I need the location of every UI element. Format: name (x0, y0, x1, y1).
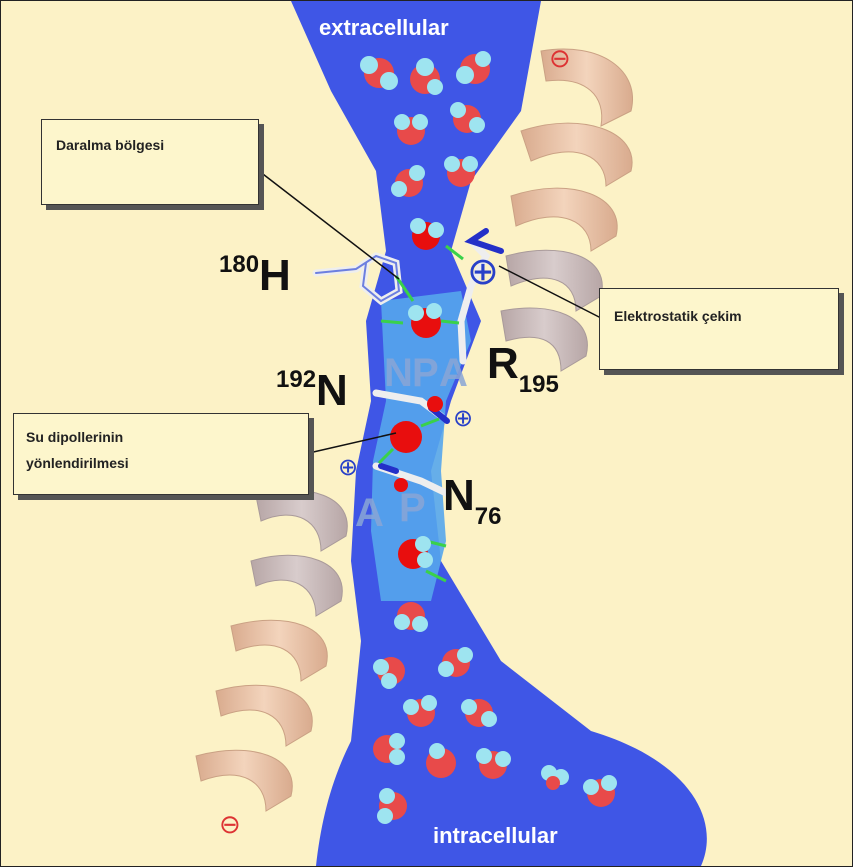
callout-dipole-line2: yönlendirilmesi (26, 450, 296, 476)
residue-n192: 192N (276, 366, 348, 416)
channel-outer (291, 1, 707, 866)
residue-h180: 180H (219, 251, 291, 301)
minus-charge-bottom: ⊖ (219, 809, 241, 840)
motif-npa-top-n: N (384, 351, 413, 396)
label-intracellular: intracellular (433, 823, 558, 849)
residue-r195-number: 195 (519, 371, 559, 398)
callout-dipole-line1: Su dipollerinin (26, 424, 296, 450)
callout-dipole: Su dipollerinin yönlendirilmesi (13, 413, 309, 495)
water-molecule (427, 396, 443, 412)
motif-npa-top-a: A (439, 351, 468, 396)
residue-n76: N76 (443, 471, 501, 531)
residue-n76-number: 76 (475, 503, 502, 530)
motif-npa-top-p: P (412, 351, 439, 396)
motif-npa-bottom-a: A (355, 491, 384, 536)
minus-charge-top: ⊖ (549, 43, 571, 74)
helix-left (196, 490, 347, 811)
water-molecule (390, 421, 422, 453)
motif-npa-bottom-p: P (399, 486, 426, 531)
residue-r195-letter: R (487, 339, 519, 388)
residue-n76-letter: N (443, 471, 475, 520)
callout-constriction: Daralma bölgesi (41, 119, 259, 205)
callout-constriction-text: Daralma bölgesi (56, 132, 244, 158)
plus-charge-large: ⊕ (467, 253, 499, 291)
callout-electrostatic-text: Elektrostatik çekim (614, 303, 824, 329)
residue-n192-letter: N (316, 366, 348, 415)
plus-charge-left: ⊕ (338, 453, 358, 482)
plus-charge-mid: ⊕ (453, 404, 473, 433)
label-extracellular: extracellular (319, 15, 449, 41)
residue-n192-number: 192 (276, 366, 316, 393)
residue-r195: R195 (487, 339, 559, 399)
callout-electrostatic: Elektrostatik çekim (599, 288, 839, 370)
residue-h180-number: 180 (219, 251, 259, 278)
residue-h180-letter: H (259, 251, 291, 300)
